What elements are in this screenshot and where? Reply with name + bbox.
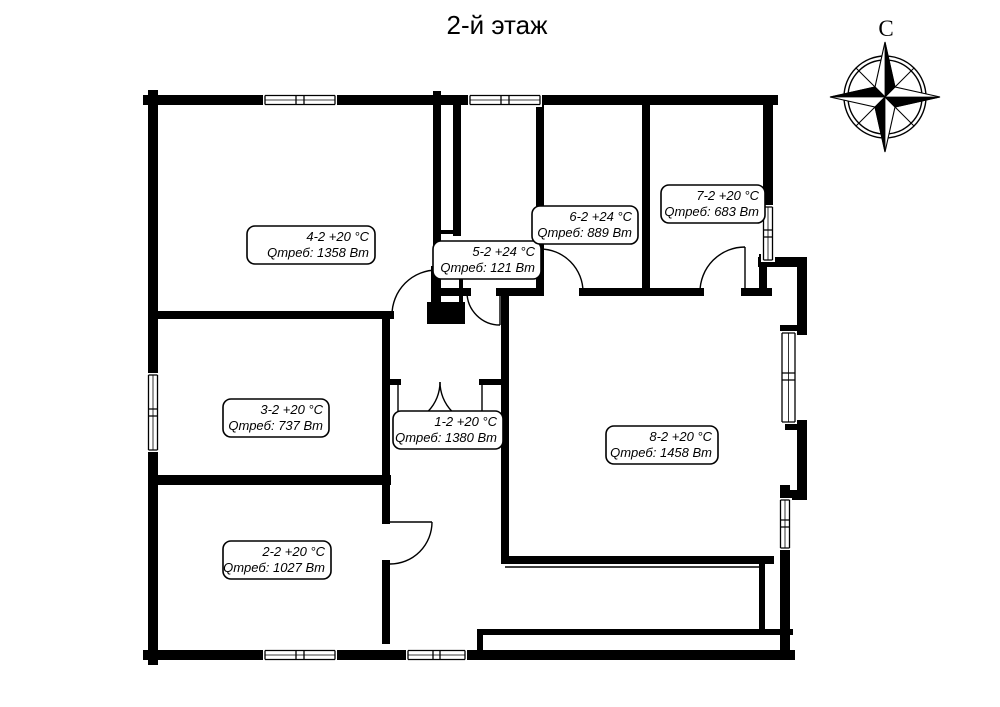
compass-point-west-dark bbox=[829, 86, 886, 98]
compass-point-east-dark bbox=[884, 96, 941, 108]
door-room6 bbox=[539, 248, 584, 293]
door-room7 bbox=[699, 246, 746, 293]
door-room2 bbox=[389, 521, 433, 565]
door-room5 bbox=[466, 291, 501, 326]
window-top-1 bbox=[263, 93, 337, 107]
room-label-1-2: 1-2 +20 °C Qтреб: 1380 Вт bbox=[392, 410, 504, 450]
shaft-foot-block bbox=[427, 302, 465, 324]
window-right-middle bbox=[780, 331, 797, 424]
room-3-2-line1: 3-2 +20 °C bbox=[260, 402, 323, 417]
room-label-8-2: 8-2 +20 °C Qтреб: 1458 Вт bbox=[605, 425, 719, 465]
windows-layer bbox=[146, 93, 797, 662]
page-title: 2-й этаж bbox=[446, 10, 548, 40]
room-1-2-line1: 1-2 +20 °C bbox=[434, 414, 497, 429]
wall-right-step-1 bbox=[758, 257, 807, 335]
room-4-2-line1: 4-2 +20 °C bbox=[306, 229, 369, 244]
room-7-2-line1: 7-2 +20 °C bbox=[696, 188, 759, 203]
wall-right-step-2 bbox=[780, 420, 807, 500]
room-2-2-line1: 2-2 +20 °C bbox=[261, 544, 325, 559]
compass-rose: С bbox=[829, 16, 941, 153]
room-7-2-line2: Qтреб: 683 Вт bbox=[664, 204, 759, 219]
room-label-4-2: 4-2 +20 °C Qтреб: 1358 Вт bbox=[246, 225, 376, 265]
room-label-3-2: 3-2 +20 °C Qтреб: 737 Вт bbox=[222, 398, 330, 438]
room-8-2-line1: 8-2 +20 °C bbox=[649, 429, 712, 444]
room-3-2-line2: Qтреб: 737 Вт bbox=[228, 418, 323, 433]
room-2-2-line2: Qтреб: 1027 Вт bbox=[223, 560, 325, 575]
room-1-2-line2: Qтреб: 1380 Вт bbox=[395, 430, 497, 445]
room-5-2-line2: Qтреб: 121 Вт bbox=[440, 260, 535, 275]
room-labels-layer: 4-2 +20 °C Qтреб: 1358 Вт 5-2 +24 °C Qтр… bbox=[222, 184, 766, 580]
window-right-lower bbox=[778, 498, 792, 550]
window-top-2 bbox=[468, 93, 542, 107]
room-6-2-line2: Qтреб: 889 Вт bbox=[537, 225, 632, 240]
compass-north-label: С bbox=[878, 16, 893, 41]
room-5-2-line1: 5-2 +24 °C bbox=[472, 244, 535, 259]
window-bottom-1 bbox=[263, 648, 337, 662]
room-label-5-2: 5-2 +24 °C Qтреб: 121 Вт bbox=[432, 240, 542, 280]
room-label-7-2: 7-2 +20 °C Qтреб: 683 Вт bbox=[660, 184, 766, 224]
room-4-2-line2: Qтреб: 1358 Вт bbox=[267, 245, 369, 260]
window-bottom-2 bbox=[406, 648, 467, 662]
window-left bbox=[146, 373, 160, 452]
room-label-2-2: 2-2 +20 °C Qтреб: 1027 Вт bbox=[222, 540, 332, 580]
room-8-2-line2: Qтреб: 1458 Вт bbox=[610, 445, 712, 460]
compass-point-south-dark bbox=[874, 96, 886, 153]
compass-point-north-dark bbox=[884, 41, 896, 98]
room-label-6-2: 6-2 +24 °C Qтреб: 889 Вт bbox=[531, 205, 639, 245]
wall-terrace bbox=[477, 557, 793, 658]
room-6-2-line1: 6-2 +24 °C bbox=[569, 209, 632, 224]
